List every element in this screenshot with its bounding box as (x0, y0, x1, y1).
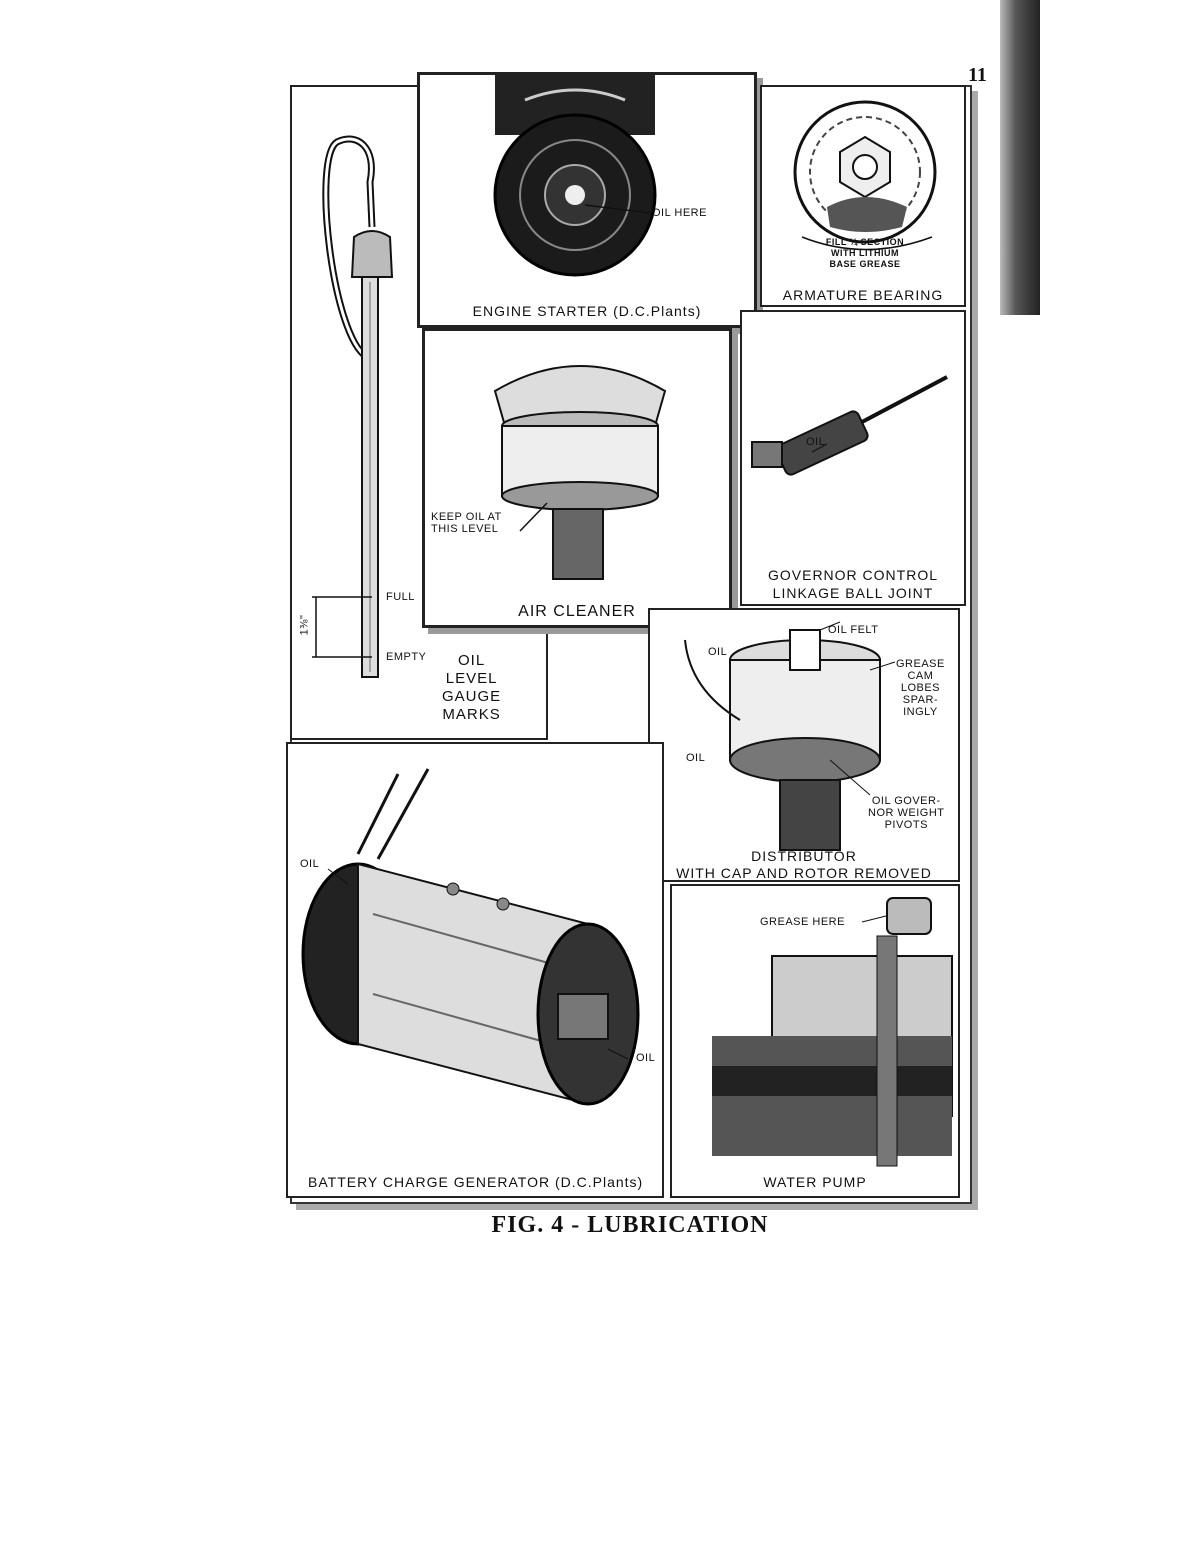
oil-governor-callout: OIL GOVER- NOR WEIGHT PIVOTS (868, 795, 945, 831)
engine-starter-illustration (493, 75, 657, 277)
distributor-title: DISTRIBUTOR WITH CAP AND ROTOR REMOVED (676, 848, 932, 881)
empty-mark-label: EMPTY (386, 651, 427, 663)
figure-caption: FIG. 4 - LUBRICATION (491, 1212, 769, 1238)
distributor-oil-lower: OIL (686, 752, 706, 764)
generator-oil-left: OIL (300, 858, 320, 870)
governor-title: GOVERNOR CONTROL LINKAGE BALL JOINT (767, 567, 938, 601)
air-cleaner-title: AIR CLEANER (518, 603, 636, 620)
dimension-label: 1⅜" (298, 614, 311, 636)
panel-governor: OIL GOVERNOR CONTROL LINKAGE BALL JOINT (740, 310, 966, 606)
armature-callout: FILL ¼ SECTION WITH LITHIUM BASE GREASE (825, 237, 905, 269)
oil-felt-label: OIL FELT (828, 624, 879, 636)
page-number: 11 (968, 64, 987, 86)
armature-title: ARMATURE BEARING (782, 287, 944, 303)
dipstick-illustration (312, 135, 394, 678)
panel-air-cleaner: KEEP OIL AT THIS LEVEL AIR CLEANER (422, 328, 732, 628)
air-cleaner-illustration (493, 365, 667, 580)
generator-illustration (301, 768, 640, 1106)
panel-engine-starter: OIL HERE ENGINE STARTER (D.C.Plants) (417, 72, 757, 328)
distributor-illustration (684, 621, 896, 851)
governor-linkage-illustration (751, 375, 948, 476)
water-pump-title: WATER PUMP (763, 1174, 867, 1190)
keep-oil-callout: KEEP OIL AT THIS LEVEL (431, 511, 502, 535)
grease-cam-callout: GREASE CAM LOBES SPAR- INGLY (896, 658, 945, 718)
generator-oil-right: OIL (636, 1052, 656, 1064)
engine-starter-title: ENGINE STARTER (D.C.Plants) (472, 303, 702, 319)
grease-here-callout: GREASE HERE (760, 916, 845, 928)
water-pump-illustration (712, 897, 953, 1167)
oil-level-title: OIL LEVEL GAUGE MARKS (442, 652, 502, 723)
panel-distributor: OIL FELT OIL OIL GREASE CAM LOBES SPAR- … (648, 608, 960, 882)
governor-oil-callout: OIL (806, 436, 826, 448)
oil-here-callout: OIL HERE (652, 207, 707, 219)
generator-title: BATTERY CHARGE GENERATOR (D.C.Plants) (308, 1174, 644, 1190)
full-mark-label: FULL (386, 591, 415, 603)
panel-water-pump: GREASE HERE WATER PUMP (670, 884, 960, 1198)
distributor-oil-left: OIL (708, 646, 728, 658)
panel-generator: OIL OIL BATTERY CHARGE GENERATOR (D.C.Pl… (286, 742, 664, 1198)
armature-bearing-illustration (793, 100, 937, 251)
panel-armature-bearing: FILL ¼ SECTION WITH LITHIUM BASE GREASE … (760, 85, 966, 307)
scan-shadow-edge (1000, 0, 1040, 315)
